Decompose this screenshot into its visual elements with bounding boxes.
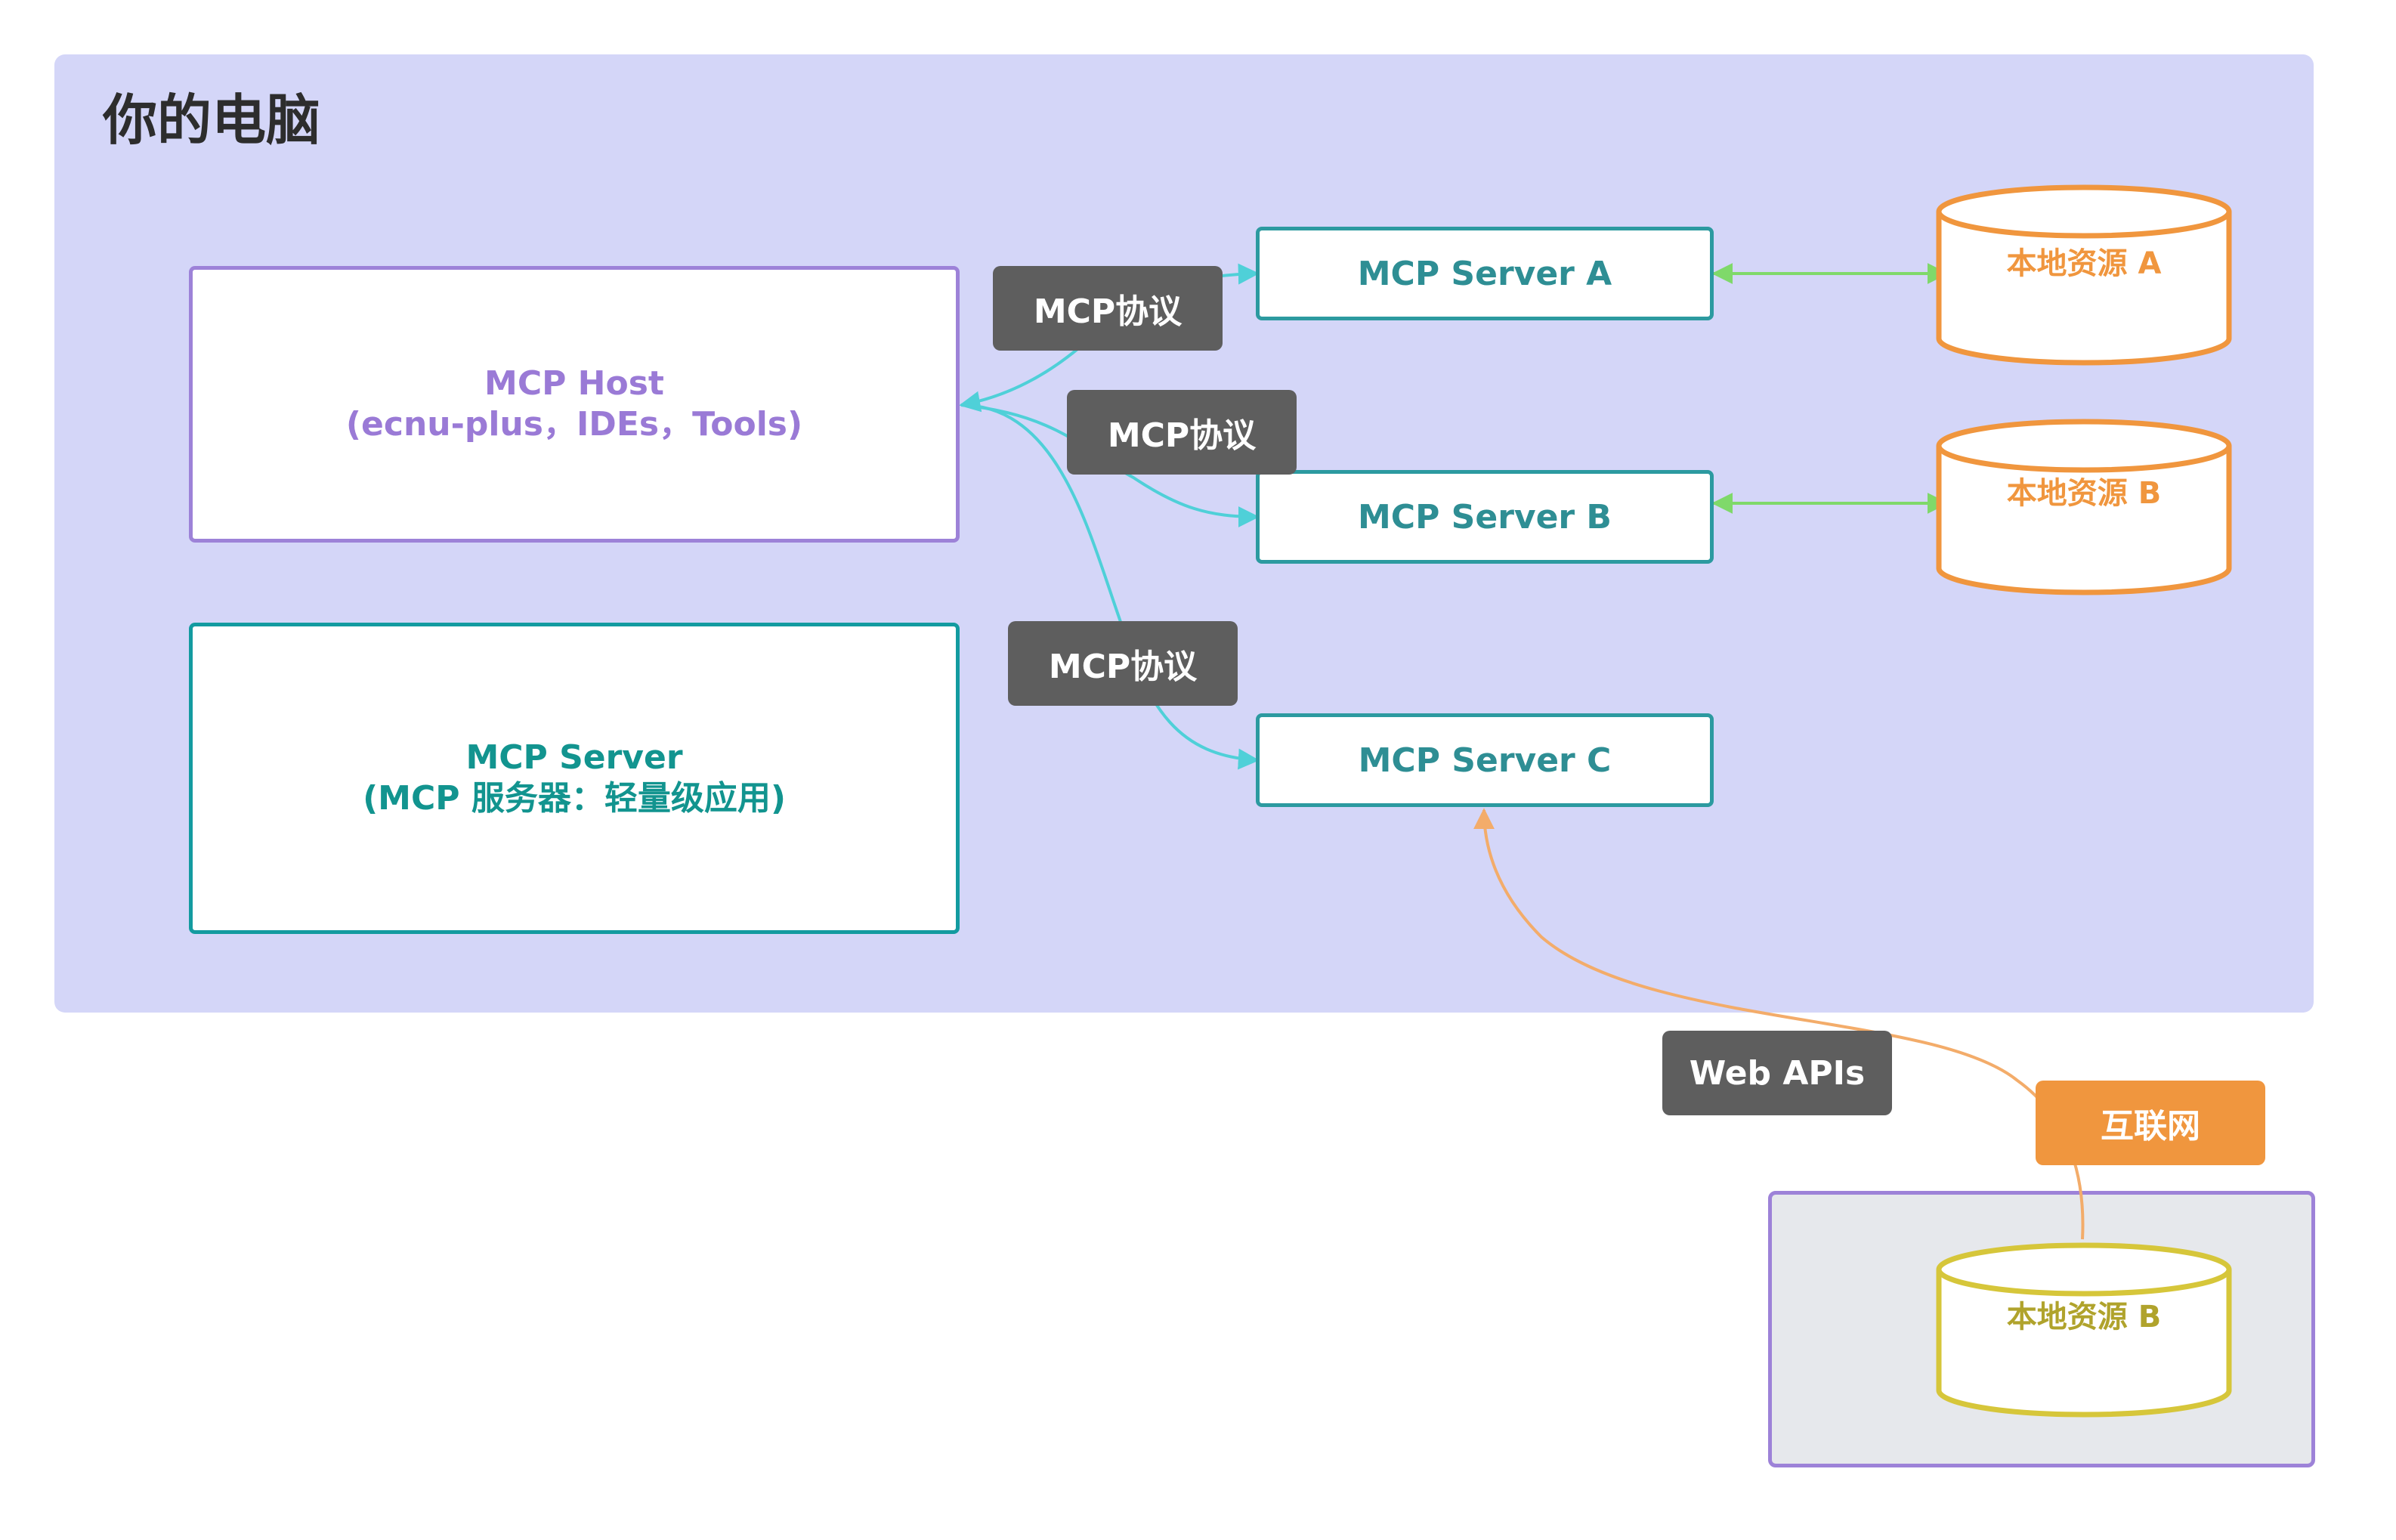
server-b-label: MCP Server B [1358,497,1612,537]
region-title: 你的电脑 [103,88,321,152]
internet-tag: 互联网 [2036,1081,2265,1165]
protocol-tag-b: MCP协议 [1067,390,1297,475]
mcp-server-b-box[interactable]: MCP Server B [1256,470,1714,564]
protocol-link-b [960,404,1260,527]
mcp-host-box[interactable]: MCP Host (ecnu-plus，IDEs，Tools) [189,266,960,543]
mcp-server-c-box[interactable]: MCP Server C [1256,713,1714,807]
resource-a-cylinder [1936,184,2232,366]
web-apis-tag: Web APIs [1662,1031,1892,1115]
resource-b-label: 本地资源 B [2006,476,2162,511]
protocol-link-c [960,404,1260,770]
server-c-label: MCP Server C [1358,741,1612,780]
protocol-tag-c: MCP协议 [1008,621,1238,706]
resource-a-label: 本地资源 A [2006,246,2162,281]
server-a-label: MCP Server A [1357,254,1612,293]
local-server-title: MCP Server [465,738,683,777]
mcp-server-a-box[interactable]: MCP Server A [1256,227,1714,320]
host-title: MCP Host [484,364,664,403]
resource-b-cylinder [1936,419,2232,595]
local-server-subtitle: (MCP 服务器：轻量级应用) [363,779,786,818]
protocol-tag-a: MCP协议 [993,266,1223,351]
local-mcp-server-box[interactable]: MCP Server (MCP 服务器：轻量级应用) [189,623,960,934]
host-subtitle: (ecnu-plus，IDEs，Tools) [345,405,803,444]
web-link [1473,808,2085,1240]
internet-resource-cylinder [1936,1242,2232,1418]
internet-resource-label: 本地资源 B [2006,1300,2162,1334]
